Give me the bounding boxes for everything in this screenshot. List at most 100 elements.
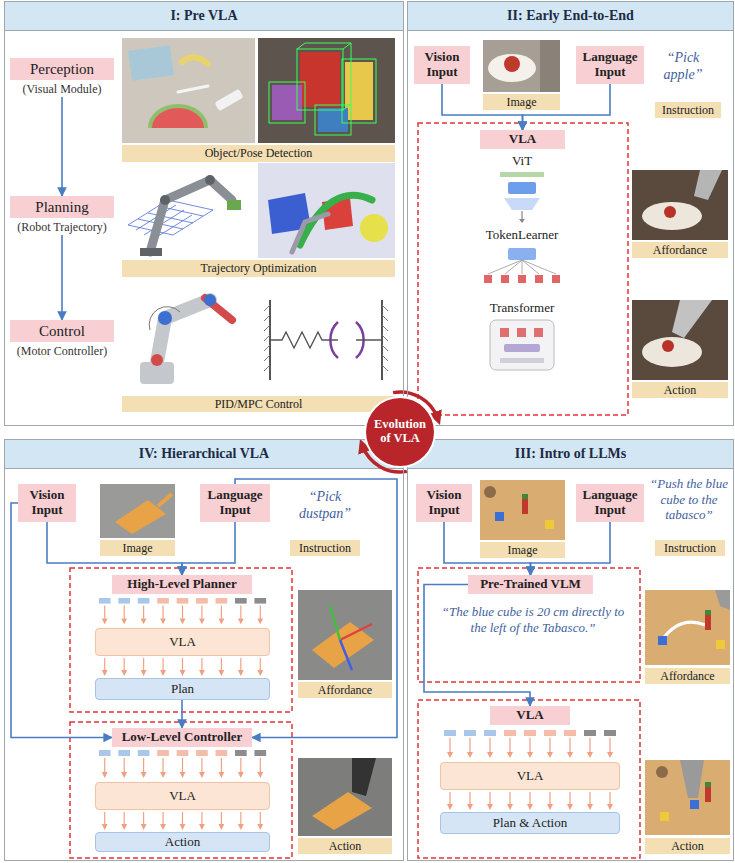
push-action-photo bbox=[690, 800, 699, 809]
pid-spring-schematic bbox=[270, 332, 330, 348]
transformer-icon bbox=[490, 320, 554, 370]
stage-name: Control bbox=[10, 320, 114, 342]
node-label: Evolution of VLA bbox=[371, 418, 429, 446]
apple-bowl-photo bbox=[540, 40, 560, 92]
flow-arrow bbox=[61, 235, 63, 320]
caption-tag: Instruction bbox=[655, 540, 725, 556]
token-arrows bbox=[99, 750, 266, 778]
node-label: Language Input bbox=[579, 50, 641, 80]
dustpan-affordance-photo bbox=[340, 640, 352, 670]
push-affordance-photo bbox=[658, 636, 667, 645]
table-photo bbox=[480, 480, 565, 540]
node-label: Instruction bbox=[662, 103, 714, 118]
panel-frame: IV: Hierarchical VLAVision InputImageLan… bbox=[5, 440, 403, 860]
pose-detection-photo bbox=[300, 52, 340, 107]
push-affordance-photo bbox=[645, 590, 730, 665]
panel-frame: II: Early End-to-EndVision InputImageLan… bbox=[408, 2, 733, 425]
push-action-photo bbox=[656, 766, 668, 778]
dustpan-action-photo bbox=[352, 758, 376, 796]
transformer-icon bbox=[534, 328, 543, 337]
caption-tag: Object/Pose Detection bbox=[122, 145, 395, 162]
trajectory-optimization-figure bbox=[292, 214, 328, 252]
stage-subtitle: (Robot Trajectory) bbox=[10, 220, 114, 235]
node-label: Plan & Action bbox=[493, 815, 567, 831]
node-label: Object/Pose Detection bbox=[205, 146, 313, 161]
affordance-photo bbox=[664, 206, 676, 218]
node-label: Language Input bbox=[579, 488, 641, 518]
node-label: VLA bbox=[516, 708, 543, 723]
apple-bowl-photo bbox=[483, 40, 560, 92]
apple-bowl-photo bbox=[483, 40, 560, 92]
module-box: Vision Input bbox=[18, 484, 76, 522]
caption-tag: Action bbox=[645, 838, 730, 854]
caption-tag: Instruction bbox=[290, 540, 360, 556]
node-label: VLA bbox=[169, 634, 196, 650]
object-detection-photo bbox=[214, 89, 243, 112]
robot-arm-diagram bbox=[149, 307, 180, 330]
node-label: VLA bbox=[169, 788, 196, 804]
push-affordance-photo bbox=[662, 622, 705, 640]
trajectory-optimization-figure bbox=[258, 163, 395, 258]
module-name: ViT bbox=[492, 153, 552, 169]
robot-arm-diagram bbox=[158, 311, 172, 325]
dustpan-action-photo bbox=[312, 792, 372, 830]
affordance-photo bbox=[632, 170, 728, 240]
node-label: Affordance bbox=[660, 669, 714, 684]
transformer-icon bbox=[500, 358, 544, 363]
module-box: Language Input bbox=[576, 46, 644, 84]
transformer-icon bbox=[504, 344, 540, 352]
caption-tag: Affordance bbox=[645, 668, 730, 684]
affordance-photo bbox=[642, 202, 702, 230]
panel-header-bars bbox=[408, 440, 733, 468]
stage-box: Control (Motor Controller) bbox=[10, 320, 114, 359]
action-photo bbox=[662, 340, 674, 352]
node-label: Action bbox=[664, 383, 697, 398]
pose-detection-photo bbox=[258, 38, 395, 143]
node-label: VLA bbox=[517, 768, 544, 784]
affordance-photo bbox=[694, 170, 722, 200]
module-box: Language Input bbox=[576, 484, 644, 522]
push-action-photo bbox=[645, 760, 730, 835]
stage-box: Planning(Robot Trajectory) bbox=[10, 196, 114, 235]
apple-bowl-photo bbox=[488, 54, 536, 82]
model-block: VLA bbox=[95, 782, 270, 810]
node-label: VLA bbox=[509, 132, 536, 147]
robot-arm-diagram bbox=[122, 283, 255, 393]
dustpan-affordance-photo bbox=[330, 606, 340, 640]
pid-spring-schematic bbox=[270, 300, 382, 380]
robot-arm-diagram bbox=[157, 300, 210, 362]
node-label: Affordance bbox=[653, 243, 707, 258]
panel-header: III: Intro of LLMs bbox=[408, 440, 733, 468]
dashed-frames bbox=[418, 700, 640, 858]
stage-subtitle: (Visual Module) bbox=[10, 82, 114, 97]
object-detection-photo bbox=[122, 38, 255, 143]
module-box: Pre-Trained VLM bbox=[468, 575, 593, 594]
push-affordance-photo bbox=[705, 610, 711, 615]
evolution-badge: Evolution of VLA bbox=[366, 398, 434, 466]
panel-header-bars bbox=[5, 440, 403, 468]
dashed-frames bbox=[418, 123, 628, 415]
token-arrows bbox=[102, 812, 263, 830]
node-label: Image bbox=[508, 543, 538, 558]
module-box: Low-Level Controller bbox=[112, 728, 252, 747]
node-label: Action bbox=[671, 839, 704, 854]
caption-tag: Image bbox=[100, 540, 175, 556]
pid-spring-schematic bbox=[264, 305, 388, 371]
pose-detection-photo bbox=[315, 105, 351, 135]
stage-subtitle: (Motor Controller) bbox=[10, 344, 114, 359]
output-block: Plan & Action bbox=[440, 812, 620, 834]
token-arrows bbox=[447, 792, 613, 810]
transformer-icon bbox=[517, 328, 526, 337]
caption-tag: Affordance bbox=[632, 242, 728, 258]
table-photo bbox=[495, 512, 504, 521]
robot-arm-diagram bbox=[122, 283, 255, 393]
dustpan-affordance-photo bbox=[298, 590, 392, 680]
node-label: Plan bbox=[171, 681, 194, 697]
panel-header-bars bbox=[408, 2, 733, 30]
caption-tag: Affordance bbox=[298, 682, 392, 698]
push-affordance-photo bbox=[715, 590, 730, 610]
panel-header-bars bbox=[5, 2, 733, 469]
node-label: Pre-Trained VLM bbox=[480, 577, 581, 592]
instruction-quote: “Push the blue cube to the tabasco” bbox=[648, 476, 730, 523]
stage-name: Perception bbox=[10, 58, 114, 80]
